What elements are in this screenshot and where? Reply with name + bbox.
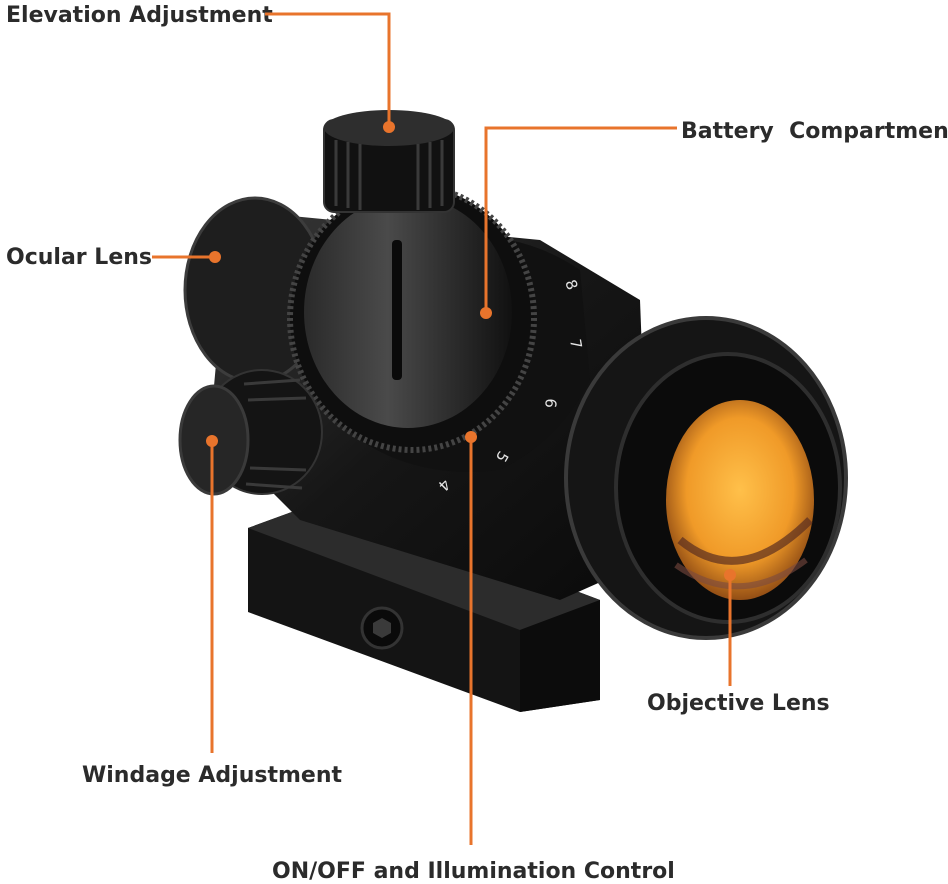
callout-objective: Objective Lens: [647, 569, 830, 716]
leader-line: [484, 126, 677, 313]
label-objective-lens: Objective Lens: [647, 691, 830, 716]
callout-illumination: ON/OFF and Illumination Control: [272, 431, 675, 884]
lens-reflection: [674, 557, 808, 590]
callout-windage: Windage Adjustment: [82, 435, 342, 788]
battery-cap-slot: [392, 240, 402, 380]
windage-knob-knurl: [243, 378, 307, 490]
lens-reflection: [677, 517, 813, 565]
dial-number: 7: [566, 338, 585, 351]
callout-battery: Battery Compartment: [480, 119, 948, 319]
sight-illustration: 8 7 6 5 4: [178, 110, 848, 712]
callout-ocular: Ocular Lens: [6, 245, 221, 270]
label-elevation-adjustment: Elevation Adjustment: [6, 3, 273, 28]
battery-cap: [304, 196, 512, 428]
hex-socket-icon: [373, 618, 391, 638]
leader-dot: [209, 251, 221, 263]
callout-elevation: Elevation Adjustment: [6, 3, 395, 133]
elevation-knob-knurl: [334, 140, 444, 210]
label-ocular-lens: Ocular Lens: [6, 245, 152, 270]
leader-dot: [465, 431, 477, 443]
label-battery-compartment: Battery Compartment: [681, 119, 948, 144]
leader-dot: [480, 307, 492, 319]
leader-dot: [206, 435, 218, 447]
leader-line: [265, 12, 391, 127]
leader-dot: [383, 121, 395, 133]
dial-number: 6: [541, 398, 560, 409]
leader-dot: [724, 569, 736, 581]
label-illumination-control: ON/OFF and Illumination Control: [272, 859, 675, 884]
mount-rail-foot: [520, 600, 600, 712]
label-windage-adjustment: Windage Adjustment: [82, 763, 342, 788]
